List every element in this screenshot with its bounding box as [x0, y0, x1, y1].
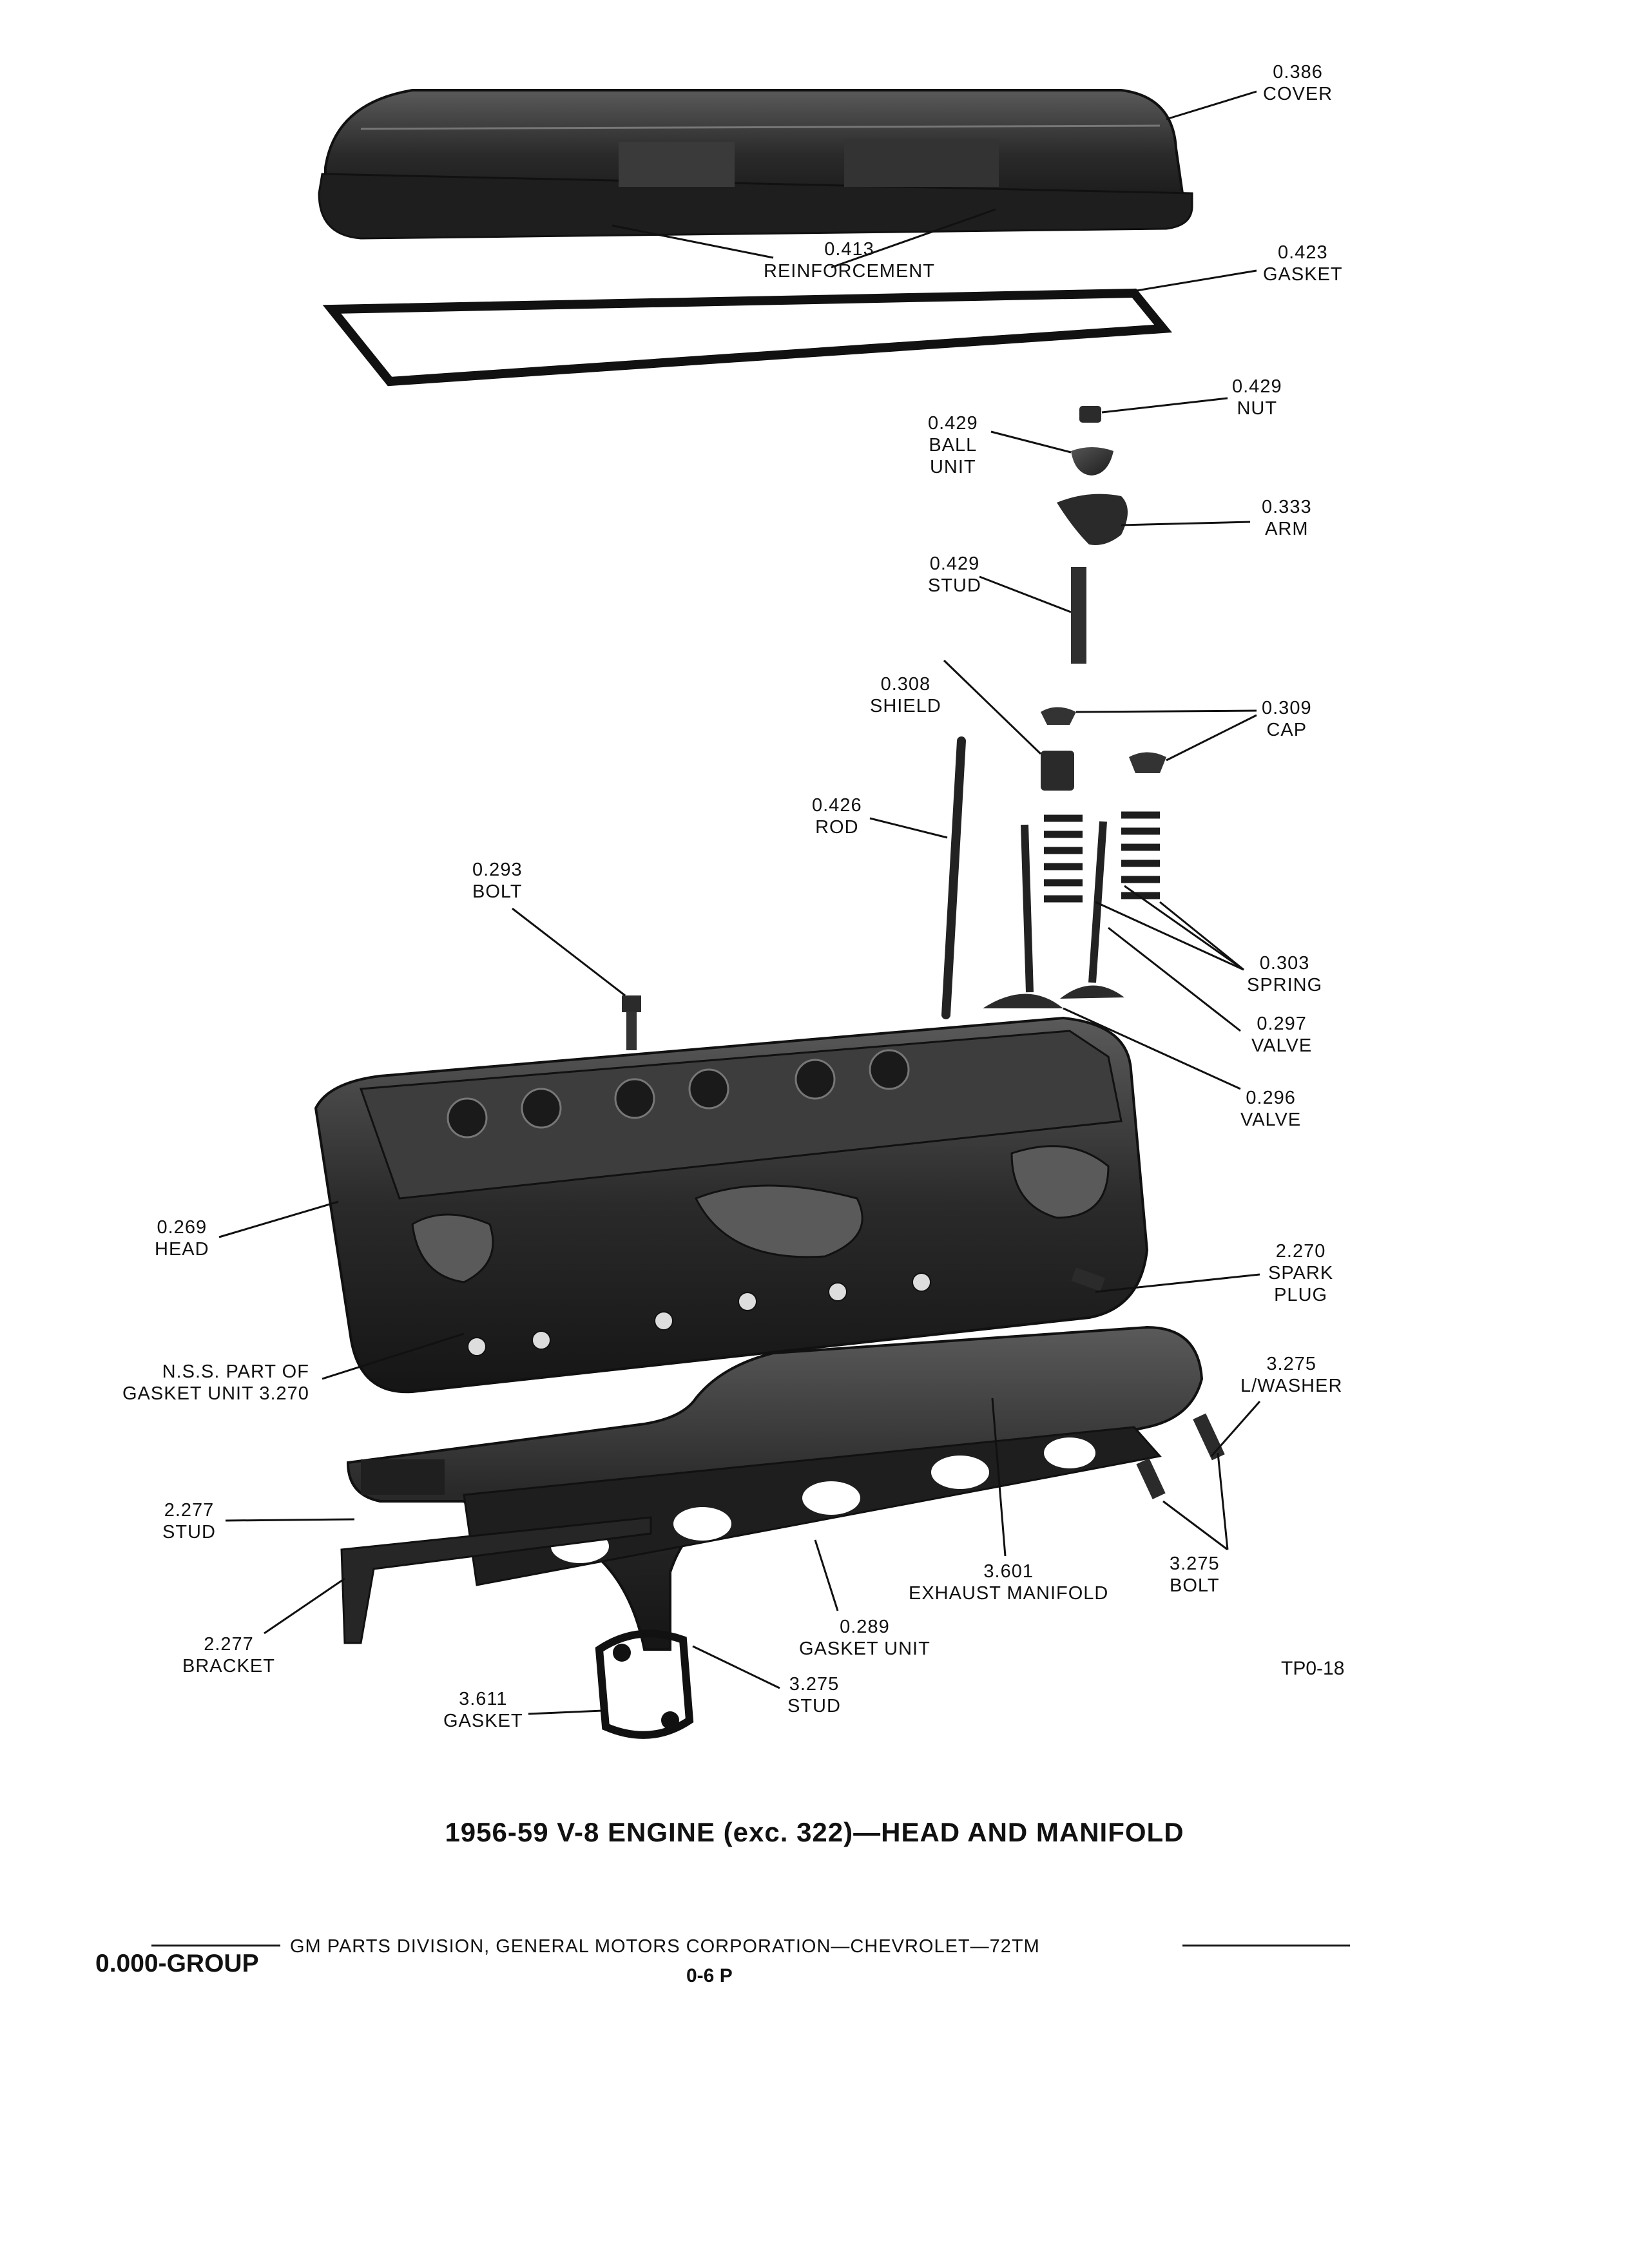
valve-shield	[1041, 751, 1074, 791]
group-label: 0.000-GROUP	[95, 1950, 259, 1977]
push-rod	[941, 736, 966, 1019]
cover-gasket	[322, 288, 1173, 387]
page-title: 1956-59 V-8 ENGINE (exc. 322)—HEAD AND M…	[445, 1817, 1184, 1847]
valve-cap	[1041, 707, 1166, 773]
manifold-bracket	[340, 1516, 652, 1644]
rocker-arm	[1057, 494, 1128, 545]
rocker-stud	[1071, 567, 1086, 664]
head-bolt	[622, 995, 641, 1050]
leader-lines	[218, 90, 1261, 1715]
cylinder-head	[314, 1016, 1149, 1394]
rocker-cover	[318, 89, 1193, 240]
rocker-ball	[1071, 447, 1113, 476]
figure-id: TP0-18	[1281, 1658, 1345, 1679]
manifold-bolts	[1136, 1413, 1225, 1499]
footer-rule-right	[1182, 1945, 1350, 1946]
rocker-nut	[1079, 406, 1101, 423]
footer-rule-left	[151, 1945, 280, 1946]
flange-gasket	[595, 1629, 694, 1739]
footer-publisher: GM PARTS DIVISION, GENERAL MOTORS CORPOR…	[290, 1936, 1040, 1957]
page-number: 0-6 P	[686, 1965, 733, 1986]
spark-plug	[1071, 1267, 1106, 1292]
valve-springs	[1044, 811, 1160, 903]
